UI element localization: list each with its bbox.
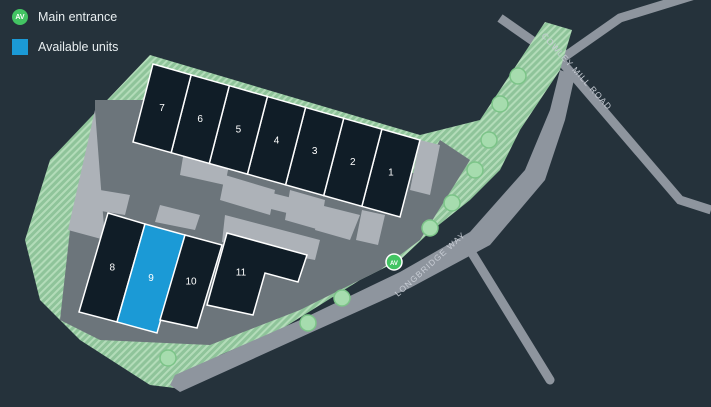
tree-icon <box>421 219 439 237</box>
available-swatch <box>12 39 28 55</box>
parking-area <box>315 205 360 240</box>
legend-label: Main entrance <box>38 10 118 24</box>
svg-text:AV: AV <box>390 261 398 267</box>
unit-label: 7 <box>159 103 165 114</box>
unit-label: 1 <box>388 168 394 179</box>
legend-main-entrance: AV Main entrance <box>12 9 117 25</box>
tree-icon <box>491 95 509 113</box>
unit-label: 4 <box>274 135 280 146</box>
unit-label: 9 <box>148 273 154 284</box>
parking-area <box>95 190 130 215</box>
unit-10[interactable]: 10 <box>159 234 223 329</box>
unit-label: 6 <box>197 114 203 125</box>
unit-7[interactable]: 7 <box>132 63 193 154</box>
main-entrance-marker[interactable]: AV <box>385 253 403 271</box>
tree-icon <box>509 67 527 85</box>
unit-11[interactable]: 11 <box>206 232 308 316</box>
parking-area <box>222 215 320 260</box>
unit-label: 2 <box>350 157 356 168</box>
parking-area <box>255 190 300 215</box>
unit-9[interactable]: 9 <box>116 223 186 334</box>
unit-label: 3 <box>312 146 318 157</box>
tree-icon <box>443 194 461 212</box>
trees <box>159 67 527 367</box>
tree-icon <box>159 349 177 367</box>
tree-icon <box>299 314 317 332</box>
entrance-icon: AV <box>12 9 28 25</box>
legend-label: Available units <box>38 40 119 54</box>
parking-areas <box>68 110 440 260</box>
parking-area <box>356 210 385 245</box>
parking-area <box>155 205 200 230</box>
unit-label: 11 <box>236 268 247 279</box>
tree-icon <box>466 161 484 179</box>
units: 1 2 3 4 5 6 7 8 9 10 11 <box>78 63 421 334</box>
tree-icon <box>333 289 351 307</box>
legend-available-units: Available units <box>12 39 118 55</box>
tree-icon <box>480 131 498 149</box>
unit-label: 5 <box>236 125 242 136</box>
longbridge-way-road <box>170 70 575 392</box>
parking-area <box>410 140 440 195</box>
unit-label: 10 <box>185 277 197 288</box>
roads <box>465 0 711 385</box>
unit-label: 8 <box>109 262 115 273</box>
